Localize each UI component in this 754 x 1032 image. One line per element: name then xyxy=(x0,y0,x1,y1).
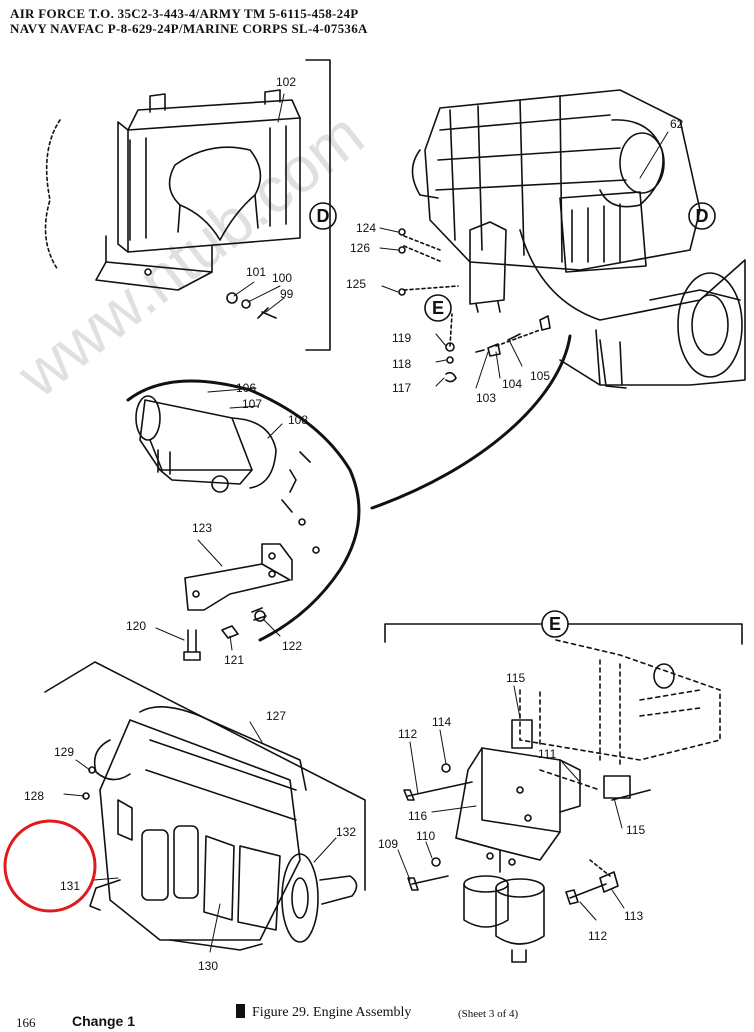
callout-120: 120 xyxy=(126,619,146,633)
callout-111: 111 xyxy=(538,747,557,761)
callout-122: 122 xyxy=(282,639,302,653)
callout-115-bottom: 115 xyxy=(626,823,645,837)
highlight-circle xyxy=(3,819,97,913)
callout-114: 114 xyxy=(432,715,451,729)
callout-109: 109 xyxy=(378,837,398,851)
callout-130: 130 xyxy=(198,959,218,973)
callout-112-bottom: 112 xyxy=(588,929,607,943)
callout-128: 128 xyxy=(24,789,44,803)
callout-numbers: 102 62 101 100 99 124 126 125 119 118 11… xyxy=(24,75,684,973)
callout-115-top: 115 xyxy=(506,671,525,685)
callout-101: 101 xyxy=(246,265,266,279)
engine-drawing-top xyxy=(398,89,746,389)
figure-sheet: (Sheet 3 of 4) xyxy=(458,1008,519,1020)
callout-121: 121 xyxy=(224,653,244,667)
callout-leaders xyxy=(63,93,669,953)
callout-103: 103 xyxy=(476,391,496,405)
starter-detail-drawing xyxy=(126,379,361,661)
callout-99: 99 xyxy=(280,287,294,301)
fuel-filter-bracket-drawing xyxy=(384,623,743,963)
callout-117: 117 xyxy=(392,381,411,395)
callout-104: 104 xyxy=(502,377,522,391)
manual-header-line-1: AIR FORCE T.O. 35C2-3-443-4/ARMY TM 5-61… xyxy=(10,6,359,21)
detail-marker-e-right xyxy=(541,610,569,638)
callout-116: 116 xyxy=(408,809,427,823)
callout-108: 108 xyxy=(288,413,308,427)
callout-125: 125 xyxy=(346,277,366,291)
change-label: Change 1 xyxy=(72,1013,136,1029)
callout-129: 129 xyxy=(54,745,74,759)
detail-marker-d-left xyxy=(309,202,337,230)
figure-marker-block xyxy=(236,1004,245,1018)
callout-112-top: 112 xyxy=(398,727,417,741)
callout-102: 102 xyxy=(276,75,296,89)
engine-drawing-bottom xyxy=(44,661,366,951)
callout-127: 127 xyxy=(266,709,286,723)
detail-letter-d-left: D xyxy=(317,206,330,226)
detail-marker-e-top xyxy=(424,294,452,322)
callout-107: 107 xyxy=(242,397,262,411)
callout-119: 119 xyxy=(392,331,411,345)
callout-132: 132 xyxy=(336,825,356,839)
detail-letter-e-right: E xyxy=(549,614,561,634)
callout-123: 123 xyxy=(192,521,212,535)
manual-header-line-2: NAVY NAVFAC P-8-629-24P/MARINE CORPS SL-… xyxy=(10,21,368,36)
page-number: 166 xyxy=(16,1015,36,1030)
callout-131: 131 xyxy=(60,879,80,893)
watermark: www.ntub.com xyxy=(4,98,377,412)
callout-126: 126 xyxy=(350,241,370,255)
callout-124: 124 xyxy=(356,221,376,235)
detail-letter-e-top: E xyxy=(432,298,444,318)
callout-106: 106 xyxy=(236,381,256,395)
callout-100: 100 xyxy=(272,271,292,285)
callout-105: 105 xyxy=(530,369,550,383)
detail-marker-d-right xyxy=(688,202,716,230)
callout-62: 62 xyxy=(670,117,684,131)
detail-letter-d-right: D xyxy=(696,206,709,226)
callout-113: 113 xyxy=(624,909,643,923)
callout-118: 118 xyxy=(392,357,411,371)
callout-110: 110 xyxy=(416,829,435,843)
figure-caption: Figure 29. Engine Assembly xyxy=(252,1005,412,1020)
